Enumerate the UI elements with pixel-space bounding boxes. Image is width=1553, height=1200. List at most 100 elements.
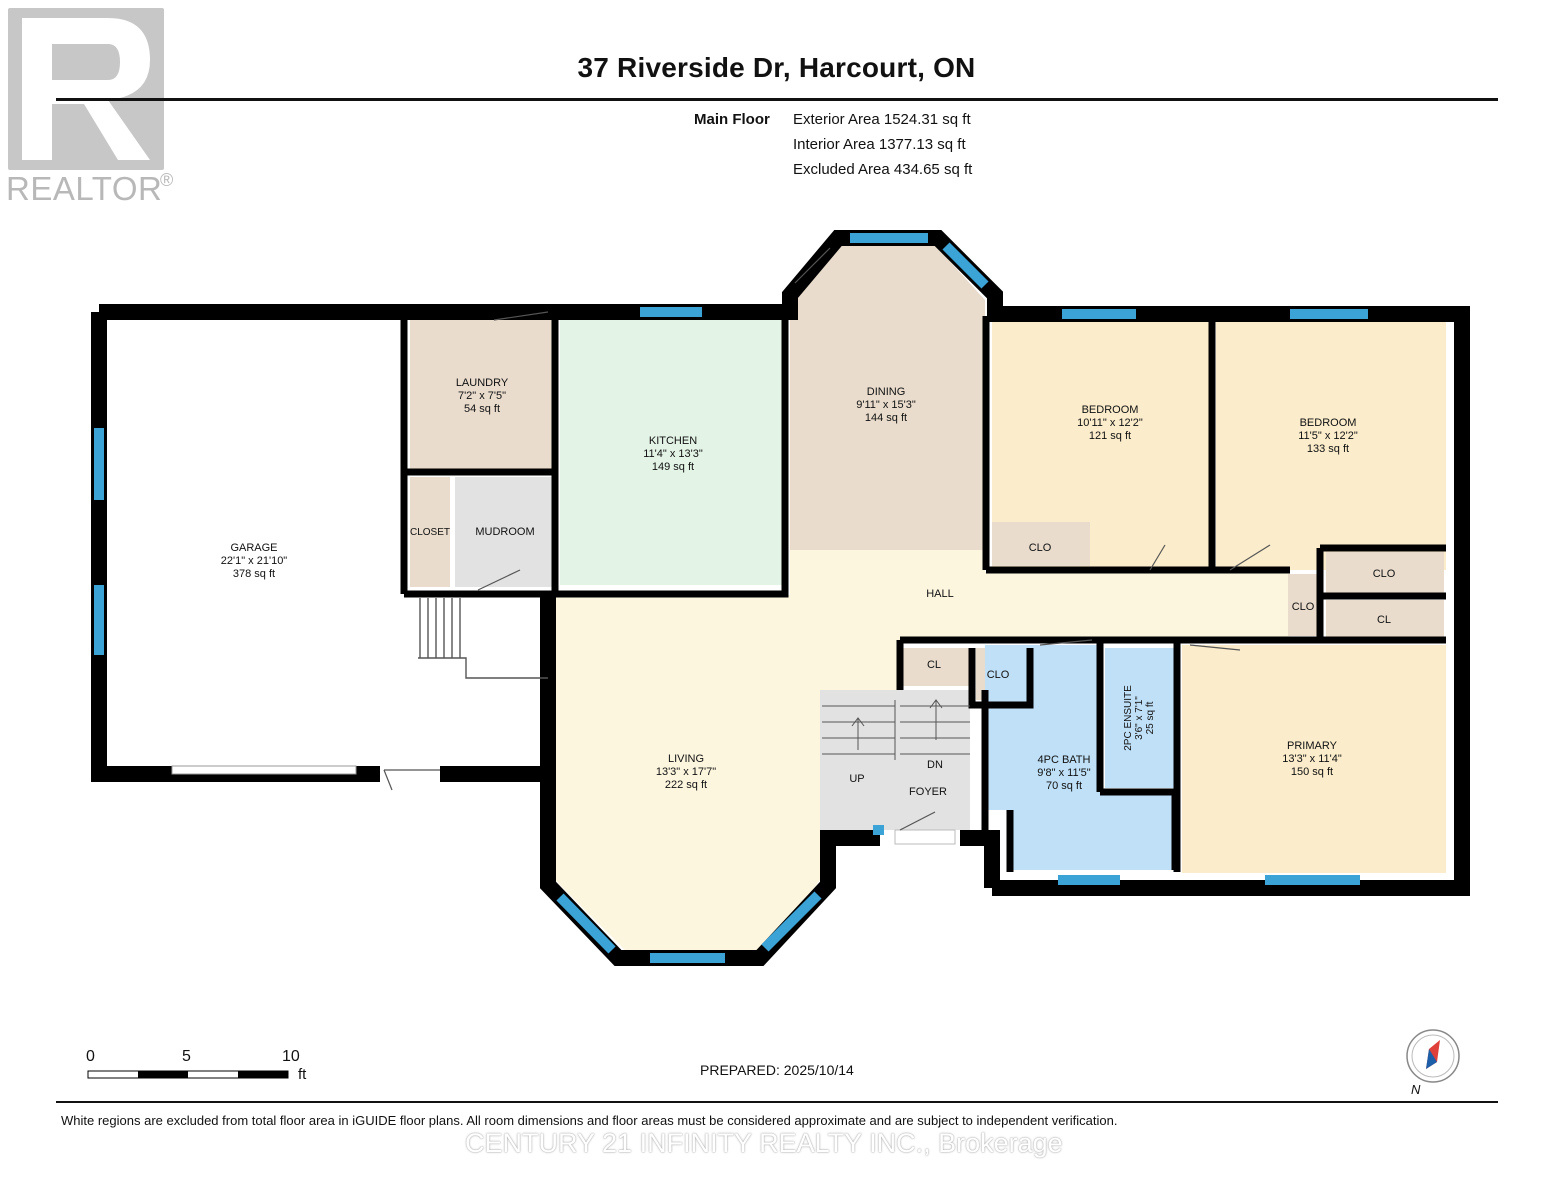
laundry-area: 54 sq ft [464, 403, 500, 415]
living-wall [540, 594, 1000, 966]
realtor-logo: REALTOR ® [0, 0, 190, 215]
bedroom2-area: 133 sq ft [1307, 443, 1349, 455]
ensuite-dims: 3'6" x 7'1" [1134, 696, 1145, 740]
room-labels: GARAGE 22'1" x 21'10" 378 sq ft LAUNDRY … [221, 377, 1396, 798]
footer-rule [56, 1101, 1498, 1103]
floor-label: Main Floor [694, 111, 770, 128]
door-swing-icon [899, 811, 936, 831]
brokerage-watermark: CENTURY 21 INFINITY REALTY INC., Brokera… [465, 1128, 1063, 1158]
scale-label-0: 0 [86, 1048, 95, 1065]
windows [94, 233, 1368, 963]
clo-bath-label: CLO [987, 669, 1010, 681]
window-icon [942, 242, 989, 289]
scale-label-5: 5 [182, 1048, 191, 1065]
primary-name: PRIMARY [1287, 740, 1338, 752]
stairs-icon [418, 598, 548, 679]
living-name: LIVING [668, 753, 704, 765]
living-area: 222 sq ft [665, 779, 707, 791]
bath-name: 4PC BATH [1038, 754, 1091, 766]
realtor-logo-word: REALTOR [6, 170, 163, 207]
realtor-logo-reg: ® [160, 170, 174, 190]
kitchen-name: KITCHEN [649, 435, 697, 447]
clo-b2-label: CLO [1373, 568, 1396, 580]
realtor-logo-mark [8, 8, 164, 170]
disclaimer-text: White regions are excluded from total fl… [61, 1113, 1118, 1128]
kitchen-area: 149 sq ft [652, 461, 694, 473]
laundry-name: LAUNDRY [456, 377, 509, 389]
ensuite-label-group: 2PC ENSUITE 3'6" x 7'1" 25 sq ft [1123, 685, 1156, 751]
bath-area: 70 sq ft [1046, 780, 1082, 792]
exterior-area: Exterior Area 1524.31 sq ft [793, 111, 971, 128]
scale-unit: ft [298, 1066, 307, 1083]
laundry-fill [410, 320, 555, 470]
garage-door [171, 765, 357, 775]
clo-hall-label: CLO [1292, 601, 1315, 613]
dining-fill [790, 245, 985, 550]
kitchen-fill [560, 320, 785, 585]
stairs-icon [822, 699, 970, 760]
bedroom2-dims: 11'5" x 12'2" [1298, 430, 1358, 442]
mudroom-label: MUDROOM [475, 526, 534, 538]
clo-hall-fill [1288, 574, 1320, 636]
bath-dims: 9'8" x 11'5" [1037, 767, 1090, 779]
dining-name: DINING [867, 386, 906, 398]
openings [171, 247, 1271, 845]
garage-dims: 22'1" x 21'10" [221, 555, 288, 567]
ensuite-name: 2PC ENSUITE [1123, 685, 1134, 751]
page-title: 37 Riverside Dr, Harcourt, ON [577, 52, 976, 83]
closet-fill [410, 477, 450, 587]
door-swing-icon [1149, 544, 1271, 571]
hall-label: HALL [926, 588, 954, 600]
dn-label: DN [927, 759, 943, 771]
foyer-label: FOYER [909, 786, 947, 798]
cl-label: CL [927, 659, 941, 671]
dining-area: 144 sq ft [865, 412, 907, 424]
window-icon [761, 891, 822, 952]
primary-dims: 13'3" x 11'4" [1282, 753, 1342, 765]
clo-b1-label: CLO [1029, 542, 1052, 554]
realtor-r-icon [22, 18, 150, 160]
foyer-door-gap [894, 829, 956, 845]
primary-fill [1182, 645, 1446, 873]
door-swing-icon [493, 311, 549, 321]
ensuite-area: 25 sq ft [1145, 701, 1156, 734]
living-fill [555, 595, 820, 950]
bedroom1-dims: 10'11" x 12'2" [1077, 417, 1143, 429]
primary-area: 150 sq ft [1291, 766, 1333, 778]
bedroom1-name: BEDROOM [1082, 404, 1139, 416]
mudroom-fill [455, 477, 553, 587]
kitchen-dims: 11'4" x 13'3" [643, 448, 703, 460]
door-swing-icon [477, 569, 521, 591]
cl-primary-label: CL [1377, 614, 1391, 626]
cl-primary-fill [1326, 600, 1444, 638]
door-swing-icon [383, 769, 440, 791]
bedroom1-area: 121 sq ft [1089, 430, 1131, 442]
room-fills [106, 245, 1446, 950]
cl-fill [900, 648, 970, 686]
interior-walls [400, 316, 1446, 872]
window-icon [556, 893, 616, 954]
garage-name: GARAGE [230, 542, 277, 554]
living-dims: 13'3" x 17'7" [656, 766, 716, 778]
up-label: UP [849, 773, 864, 785]
garage-area: 378 sq ft [233, 568, 275, 580]
bedroom2-fill [1216, 322, 1446, 570]
interior-area: Interior Area 1377.13 sq ft [793, 136, 966, 153]
door-swing-icon [1039, 639, 1241, 651]
bedroom2-name: BEDROOM [1300, 417, 1357, 429]
scale-label-10: 10 [282, 1048, 300, 1065]
laundry-dims: 7'2" x 7'5" [458, 390, 506, 402]
clo-b2-fill [1326, 552, 1444, 594]
compass-icon [1406, 1029, 1460, 1083]
clo-b1-fill [992, 522, 1090, 566]
dining-dims: 9'11" x 15'3" [856, 399, 916, 411]
excluded-area: Excluded Area 434.65 sq ft [793, 161, 973, 178]
header-rule [56, 98, 1498, 101]
prepared-date: PREPARED: 2025/10/14 [700, 1062, 854, 1078]
compass-n-label: N [1411, 1082, 1421, 1097]
closet-label: CLOSET [410, 527, 450, 538]
door-swing-icon [794, 247, 831, 284]
ensuite-fill [1105, 648, 1177, 788]
scale-bar [87, 1070, 289, 1079]
